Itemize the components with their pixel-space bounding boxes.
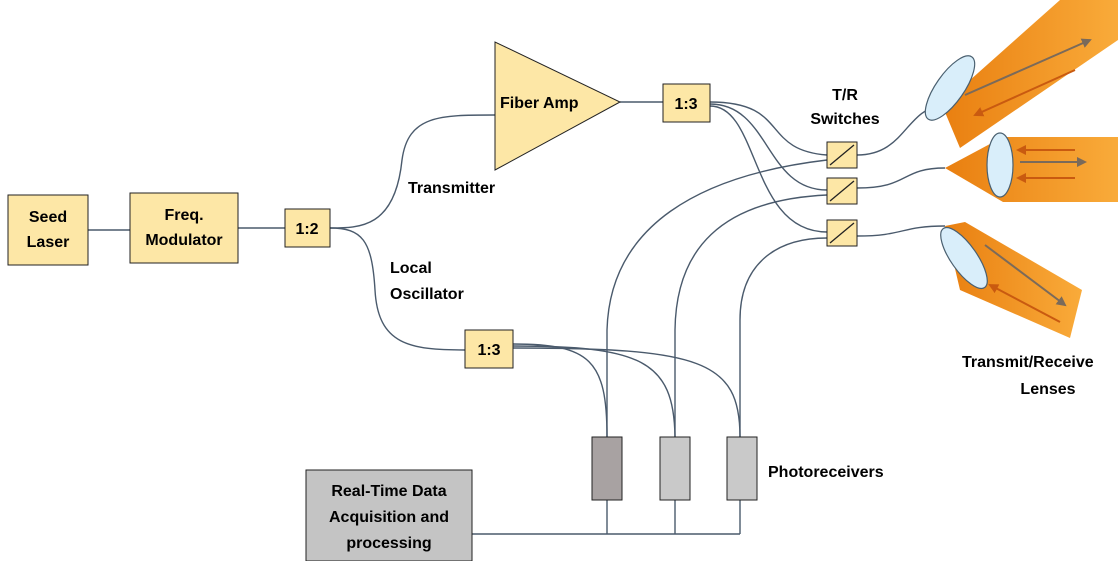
seed-laser-block: Seed Laser	[7, 194, 89, 266]
fiber-amp-block: Fiber Amp	[494, 41, 622, 171]
splitter-1-2-block: 1:2	[284, 208, 331, 248]
wire-lo-to-pr-2	[512, 345, 676, 438]
seed-laser-label-line1: Seed	[29, 209, 67, 226]
tr-switch-3	[826, 219, 858, 247]
wire-switch-3-to-pr-3	[739, 237, 828, 437]
daq-label-line2: Acquisition and	[329, 509, 449, 526]
photoreceiver-2	[659, 436, 691, 501]
wire-switch-3-to-lens	[856, 225, 946, 237]
lens-3	[940, 226, 988, 290]
photoreceiver-1	[591, 436, 623, 501]
wire-tx-to-switch-2	[709, 103, 828, 191]
transmitter-label: Transmitter	[408, 180, 495, 197]
tr-switch-2	[826, 177, 858, 205]
photoreceiver-3	[726, 436, 758, 501]
beam-3-outgoing-arrow	[984, 244, 1067, 307]
lens-1-assembly	[924, 0, 1118, 148]
beam-1-return-arrow	[973, 69, 1076, 117]
local-oscillator-label-line1: Local	[390, 260, 432, 277]
wire-lo-to-pr-3	[512, 347, 741, 438]
wire-splitter-to-amp	[329, 114, 496, 229]
beam-3-return-arrow	[988, 284, 1061, 323]
wire-tx-to-switch-3	[709, 105, 828, 233]
lo-splitter-1-3-label: 1:3	[477, 342, 500, 359]
beam-3	[945, 222, 1082, 338]
wire-tx-to-switch-1	[709, 101, 828, 156]
lenses-label-line1: Transmit/Receive	[962, 354, 1094, 371]
wire-splitter-to-lo	[329, 227, 466, 351]
tr-switch-1	[826, 141, 858, 169]
splitter-1-2-label: 1:2	[295, 221, 318, 238]
lens-3-assembly	[940, 222, 1082, 338]
tr-switches-label-line1: T/R	[832, 87, 858, 104]
photoreceivers-label: Photoreceivers	[768, 464, 884, 481]
wire-switch-1-to-pr-1	[606, 159, 828, 437]
beam-1-outgoing-arrow	[964, 38, 1092, 96]
daq-block: Real-Time Data Acquisition and processin…	[305, 469, 473, 561]
wire-lo-to-pr-1	[512, 343, 608, 438]
lenses-label-line2: Lenses	[1020, 381, 1075, 398]
fiber-connections	[88, 101, 946, 535]
daq-label-line3: processing	[346, 535, 431, 552]
tx-splitter-1-3-label: 1:3	[674, 96, 697, 113]
tr-switches-label-line2: Switches	[810, 111, 879, 128]
lens-2	[986, 132, 1014, 198]
beam-2	[945, 137, 1118, 202]
freq-modulator-label-line1: Freq.	[164, 207, 203, 224]
freq-modulator-label-line2: Modulator	[145, 232, 222, 249]
seed-laser-label-line2: Laser	[27, 234, 70, 251]
freq-modulator-block: Freq. Modulator	[129, 192, 239, 264]
fiber-amp-label: Fiber Amp	[500, 95, 579, 112]
wire-switch-2-to-pr-2	[674, 194, 828, 437]
tx-splitter-1-3-block: 1:3	[662, 83, 711, 123]
local-oscillator-label-line2: Oscillator	[390, 286, 464, 303]
lens-1	[924, 55, 976, 121]
lo-splitter-1-3-block: 1:3	[464, 329, 514, 369]
lens-2-assembly	[945, 132, 1118, 202]
wire-switch-2-to-lens	[856, 167, 946, 189]
daq-label-line1: Real-Time Data	[331, 483, 446, 500]
